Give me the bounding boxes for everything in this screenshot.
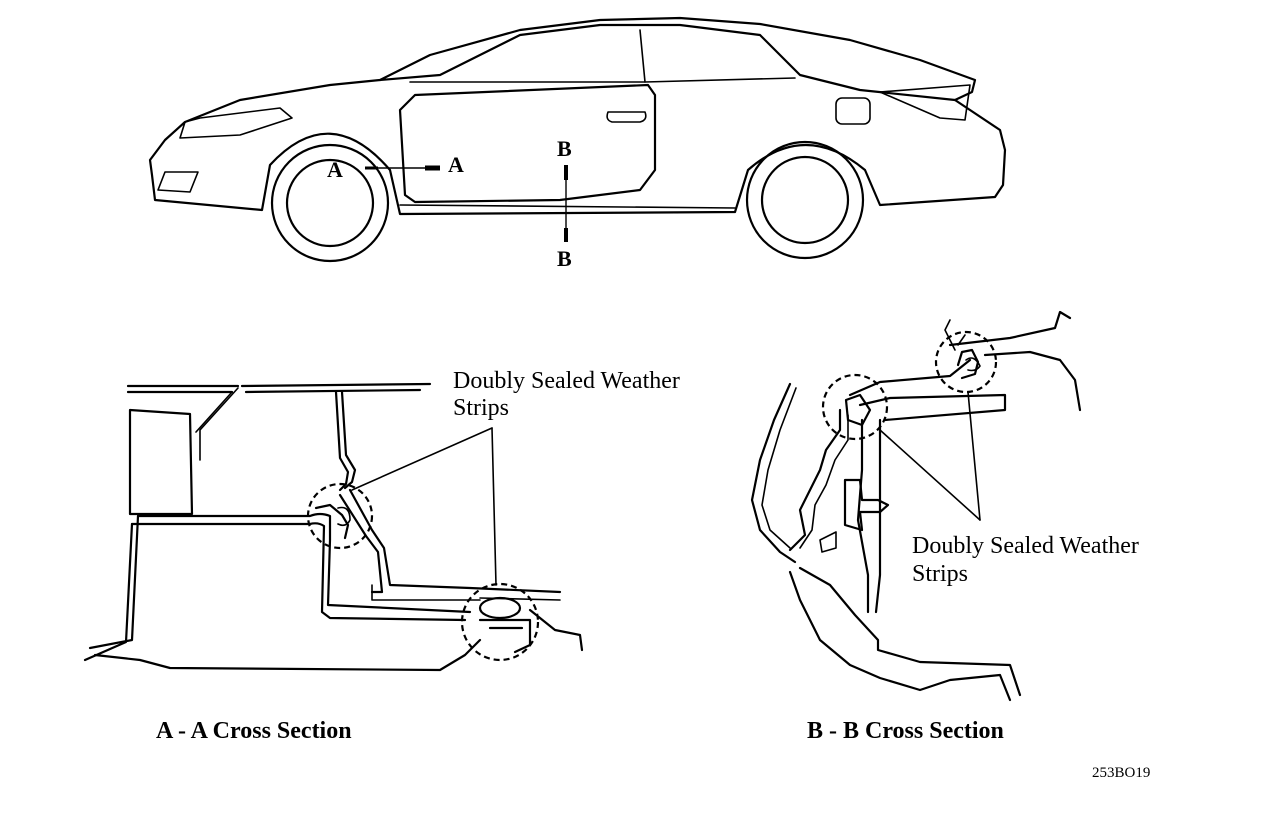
- a-floor-bottom: [93, 638, 482, 672]
- front-tire: [270, 143, 390, 263]
- b-roof-hook: [944, 319, 966, 351]
- b-outer-panel: [750, 382, 797, 564]
- car-body-outline: [148, 16, 1007, 216]
- section-a-label-left: A: [327, 157, 343, 182]
- front-rim: [285, 158, 375, 248]
- b-door-inner-2: [799, 414, 849, 549]
- section-a-drawing: Doubly Sealed Weather Strips A - A Cross…: [83, 368, 680, 744]
- b-callout-leader-1: [879, 429, 981, 521]
- b-door-lower-inner: [798, 566, 1022, 697]
- b-seal-lower: [844, 393, 872, 427]
- a-callout-line-2: Strips: [453, 395, 509, 421]
- fog-light: [157, 171, 199, 193]
- car-roof-inner: [409, 29, 646, 83]
- a-pillar-outer: [340, 390, 357, 490]
- a-roof-panel-right: [240, 382, 432, 394]
- headlight: [179, 107, 293, 139]
- b-pillar-right: [874, 418, 882, 614]
- b-door-lower: [788, 570, 1012, 702]
- a-outer-panel: [528, 608, 584, 652]
- rear-tire: [745, 140, 865, 260]
- a-trim-block: [128, 408, 194, 516]
- a-seal-upper: [314, 503, 350, 540]
- b-seal-upper: [956, 348, 980, 380]
- figure-code: 253BO19: [1092, 765, 1150, 781]
- b-roof-rail-upper: [848, 358, 972, 397]
- section-b-label-top: B: [557, 136, 572, 161]
- section-a-label-right: A: [448, 152, 464, 177]
- a-sill-upper: [348, 488, 562, 594]
- a-seal-highlight-lower: [460, 582, 540, 662]
- fuel-door: [835, 97, 871, 125]
- b-callout-line-1: Doubly Sealed Weather: [912, 533, 1139, 559]
- b-callout-line-2: Strips: [912, 561, 968, 587]
- a-floor-frame-outer: [136, 512, 472, 614]
- a-roof-panel: [126, 384, 240, 394]
- b-door-inner: [788, 408, 842, 552]
- rocker-line: [399, 204, 736, 209]
- b-roof-top: [948, 310, 1072, 347]
- rear-rim: [760, 155, 850, 245]
- b-seal-upper-bulb: [965, 357, 981, 372]
- a-left-wall: [83, 514, 140, 662]
- b-callout-leader-2: [967, 391, 981, 521]
- b-small-bracket: [819, 531, 837, 553]
- car-rear-window: [644, 77, 796, 83]
- a-floor-frame-inner: [130, 522, 467, 622]
- car-window-line: [378, 23, 957, 102]
- b-outer-panel-inner: [761, 387, 797, 549]
- a-callout-line-1: Doubly Sealed Weather: [453, 368, 680, 394]
- b-roof-rail-lower: [858, 393, 1007, 422]
- a-seal-lower-body: [478, 618, 532, 654]
- a-trim-bracket: [195, 387, 239, 461]
- section-b-drawing: Doubly Sealed Weather Strips B - B Cross…: [750, 310, 1139, 744]
- a-seal-highlight-upper: [306, 482, 374, 550]
- a-pillar-inner: [334, 390, 350, 492]
- a-callout-leader-1: [351, 427, 493, 491]
- b-section-caption: B - B Cross Section: [807, 718, 1004, 744]
- tail-light: [879, 84, 971, 121]
- b-seal-highlight-lower: [821, 373, 889, 441]
- door-handle: [606, 111, 647, 123]
- section-b-label-bottom: B: [557, 246, 572, 271]
- a-seal-lower-bulb: [478, 596, 522, 620]
- b-striker: [843, 478, 890, 532]
- car-door-outline: [398, 83, 657, 204]
- b-pillar-left: [856, 418, 870, 614]
- a-seal-upper-bulb: [337, 506, 351, 527]
- a-sill-lower: [338, 493, 384, 594]
- car-side-view: A A B B: [148, 16, 1007, 271]
- a-section-caption: A - A Cross Section: [156, 718, 352, 744]
- b-roof-panel: [983, 350, 1082, 412]
- a-callout-leader-2: [491, 427, 497, 586]
- b-seal-highlight-upper: [934, 330, 998, 394]
